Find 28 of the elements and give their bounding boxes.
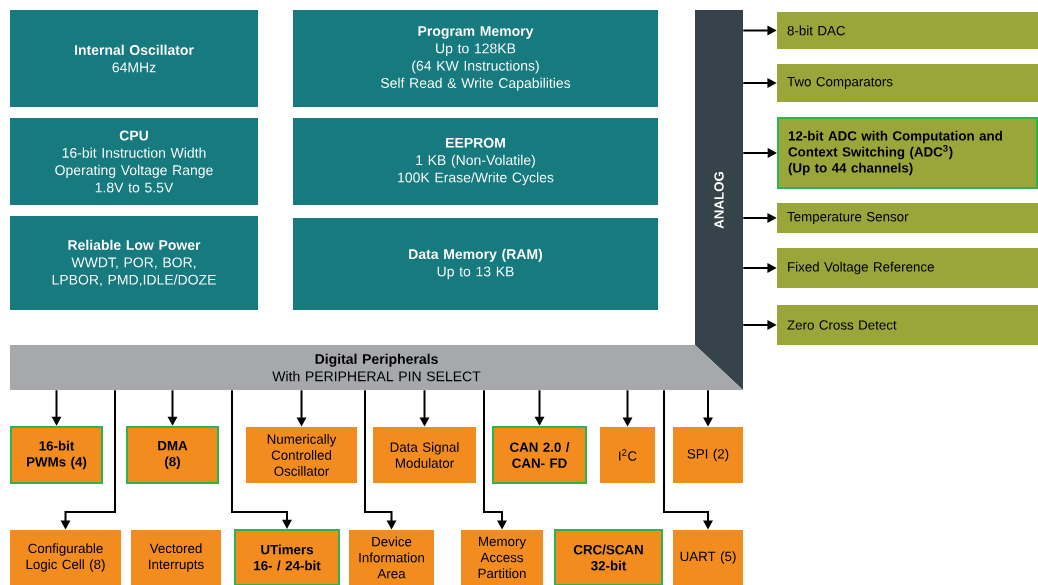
peripheral-box: Vectored Interrupts [131, 530, 221, 585]
peripheral-box: Data Signal Modulator [373, 427, 476, 483]
feature-box: Program Memory Up to 128KB (64 KW Instructions) Self Read & Write Capabilities [293, 10, 658, 107]
peripheral-box: CRC/SCAN 32-bit [554, 529, 663, 585]
peripheral-box: CAN 2.0 / CAN- FD [492, 426, 587, 484]
peripheral-box: Device Information Area [349, 530, 434, 585]
analog-peripheral-box: Zero Cross Detect [777, 305, 1038, 345]
peripheral-box: I$^{2}$C [600, 427, 655, 483]
feature-box: Reliable Low Power WWDT, POR, BOR, LPBOR, PMD,IDLE/DOZE [10, 216, 258, 310]
analog-peripheral-box: Fixed Voltage Reference [777, 248, 1038, 288]
peripheral-box: 16-bit PWMs (4) [10, 426, 103, 484]
peripheral-box: UART (5) [673, 530, 743, 585]
peripheral-box: Configurable Logic Cell (8) [10, 530, 121, 585]
feature-box: Data Memory (RAM) Up to 13 KB [293, 218, 658, 310]
feature-box: CPU 16-bit Instruction Width Operating Voltage Range 1.8V to 5.5V [10, 118, 258, 205]
peripheral-box: Memory Access Partition [461, 530, 543, 585]
peripheral-box: DMA (8) [126, 426, 219, 484]
analog-peripheral-box: Temperature Sensor [777, 203, 1038, 233]
peripheral-box: Numerically Controlled Oscillator [246, 427, 357, 483]
digital-peripherals-bar: Digital Peripherals With PERIPHERAL PIN SELECT [10, 345, 743, 390]
analog-peripheral-box: 12-bit ADC with Computation and Context Switching (ADC$^{3}$) (Up to 44 channels) [777, 117, 1038, 189]
analog-peripheral-box: Two Comparators [777, 64, 1038, 102]
feature-box: EEPROM 1 KB (Non-Volatile) 100K Erase/Write Cycles [293, 118, 658, 205]
peripheral-box: SPI (2) [673, 427, 743, 483]
feature-box: Internal Oscillator 64MHz [10, 10, 258, 107]
analog-peripheral-box: 8-bit DAC [777, 12, 1038, 49]
peripheral-box: UTimers 16- / 24-bit [234, 529, 340, 585]
analog-bar: ANALOG [695, 10, 743, 390]
